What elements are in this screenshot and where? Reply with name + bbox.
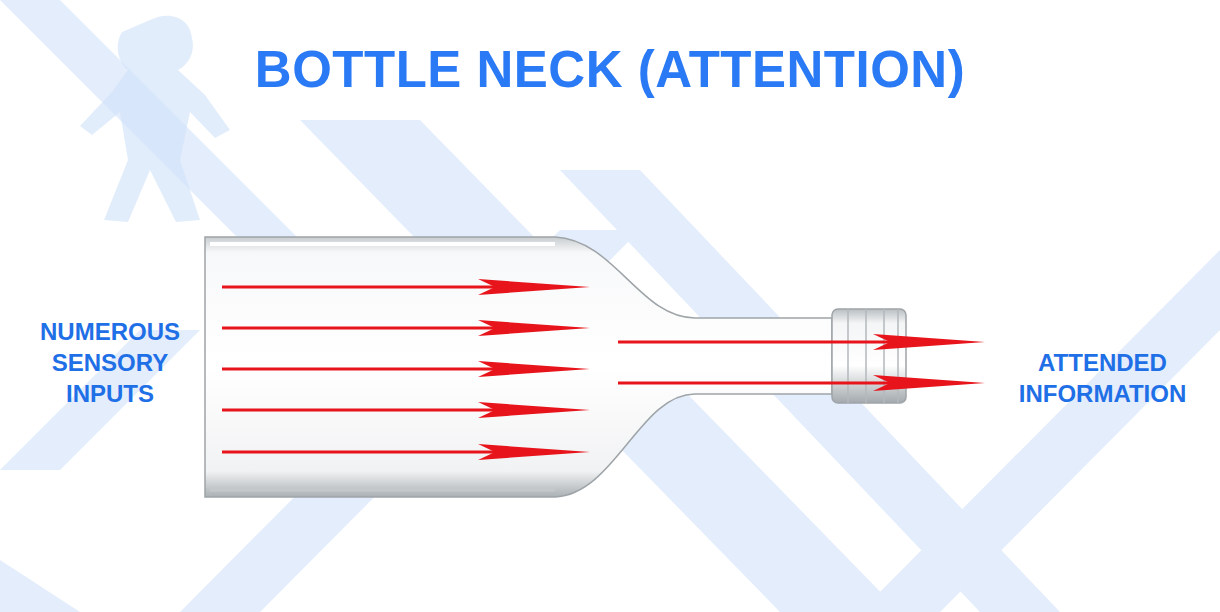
bottle-body — [205, 237, 832, 497]
watermark-figure — [80, 16, 230, 222]
input-arrow-line — [222, 409, 500, 412]
side-label: NUMEROUS SENSORY INPUTS — [22, 316, 198, 409]
side-label: ATTENDED INFORMATION — [1000, 347, 1205, 409]
red-arrows — [222, 279, 985, 460]
arrowhead — [478, 444, 590, 460]
glass-highlight — [210, 242, 555, 246]
watermark-band — [0, 560, 80, 612]
arrowhead — [478, 402, 590, 418]
watermark-band — [860, 250, 1220, 612]
input-arrow-line — [222, 286, 500, 289]
arrowhead — [478, 320, 590, 336]
arrowhead — [478, 279, 590, 295]
arrowhead — [478, 361, 590, 377]
input-arrow-line — [222, 327, 500, 330]
arrowhead — [873, 375, 985, 391]
input-arrow-line — [222, 451, 500, 454]
thread-line — [865, 309, 867, 403]
diagram-title: BOTTLE NECK (ATTENTION) — [0, 38, 1220, 102]
glass-shadow — [210, 489, 555, 492]
arrowhead — [873, 334, 985, 350]
input-arrow-line — [222, 368, 500, 371]
output-arrow-line — [618, 382, 890, 385]
thread-line — [847, 309, 849, 403]
output-arrow-line — [618, 341, 890, 344]
